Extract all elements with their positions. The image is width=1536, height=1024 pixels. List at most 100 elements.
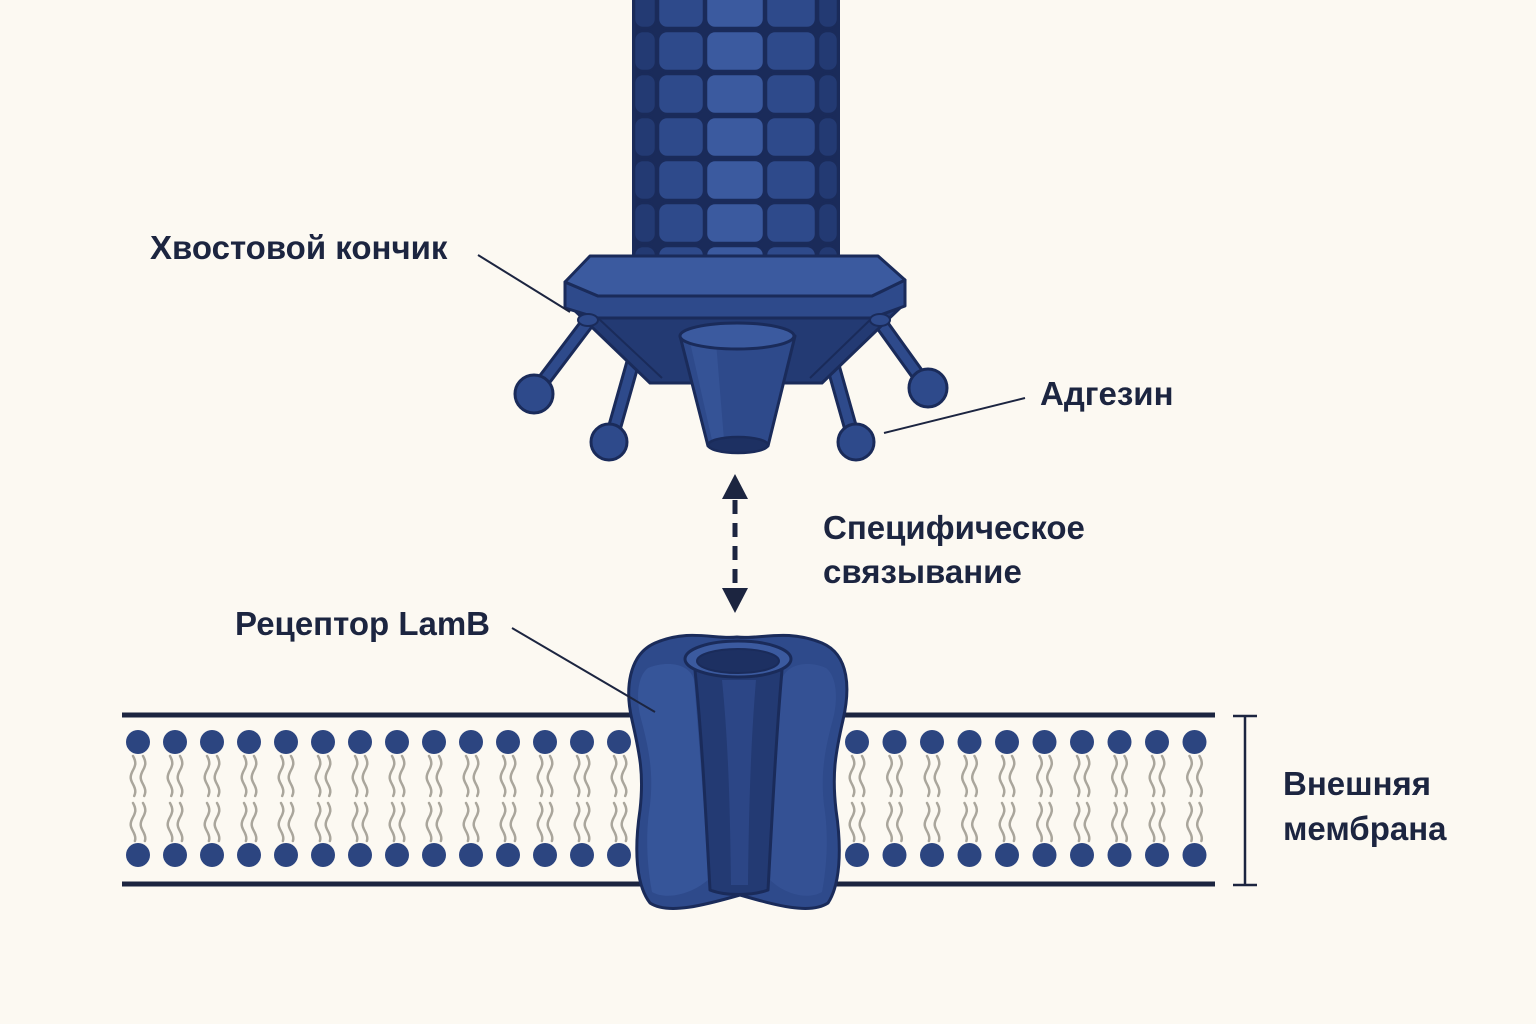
lipid-tail (388, 754, 396, 798)
tail-segment (764, 0, 818, 30)
lipid-tail (573, 801, 581, 843)
lipid-tail (139, 754, 147, 798)
tail-fibers (513, 314, 949, 462)
phage-tail (632, 0, 840, 288)
lipid-tail (848, 801, 856, 843)
tail-segment (816, 158, 840, 202)
tail-segment (632, 201, 658, 245)
lipid-tail (361, 801, 369, 843)
lipid-tail (1073, 754, 1081, 798)
lipid-tail (287, 801, 295, 843)
adhesin-ball (836, 422, 876, 462)
lipid-head (459, 843, 483, 867)
lipid-head (882, 843, 907, 867)
lipid-tail (1185, 754, 1194, 798)
lipid-tail (287, 754, 295, 798)
lipid-tail (610, 801, 618, 843)
tail-sheath-segments (632, 0, 840, 288)
label-membrane-line1: Внешняя (1283, 765, 1431, 802)
lipid-tail (583, 754, 591, 798)
lipid-tail (388, 801, 396, 843)
label-binding-line1: Специфическое (823, 509, 1085, 546)
lipid-tail (314, 801, 322, 843)
lipid-tail (885, 801, 894, 843)
lipid-head (422, 730, 446, 754)
lipid-tail (1045, 754, 1054, 798)
lipid-tail (960, 801, 969, 843)
lipid-head (496, 843, 520, 867)
lipid-tail (425, 754, 433, 798)
membrane-bracket (1233, 714, 1257, 887)
lipid-tail (1148, 754, 1156, 798)
lamb-receptor (627, 633, 849, 910)
fiber-socket (577, 313, 599, 327)
tail-segment (764, 158, 818, 202)
lipid-head (422, 843, 446, 867)
tail-segment (704, 201, 766, 245)
lipid-tail (277, 801, 285, 843)
lipid-head (995, 730, 1019, 754)
tip-cone-highlight (690, 342, 724, 440)
lipid-head (1032, 730, 1057, 754)
lipid-tail (998, 801, 1006, 843)
lipid-head (1107, 843, 1132, 867)
lipid-tail (1035, 801, 1044, 843)
lipid-tail (546, 801, 554, 843)
lipid-head (1145, 843, 1169, 867)
lipid-tail (240, 801, 248, 843)
lipid-tail (176, 754, 184, 798)
lipid-head (882, 730, 907, 754)
lipid-head (311, 730, 335, 754)
tail-segment (816, 201, 840, 245)
baseplate-top (563, 254, 907, 298)
lipid-tail (923, 754, 931, 798)
lipid-tail (1008, 754, 1016, 798)
central-tip (678, 321, 797, 455)
tail-segment (816, 115, 840, 159)
lipid-head (957, 730, 982, 754)
tail-segment (632, 115, 658, 159)
tip-cone-top (678, 321, 796, 351)
lipid-tail (858, 754, 866, 798)
lipid-tail (970, 754, 979, 798)
lipid-tail (462, 754, 470, 798)
tail-segment (764, 201, 818, 245)
lipid-tail (213, 754, 221, 798)
lipid-tail (885, 754, 894, 798)
lipid-tail (858, 801, 866, 843)
arrowhead-down (722, 588, 748, 613)
lipid-tail (435, 754, 443, 798)
lipid-head (1182, 843, 1207, 867)
lipid-tail (203, 801, 211, 843)
receptor-left-lobe-highlight (638, 664, 708, 896)
tail-segment (632, 29, 658, 73)
lipid-tail (1158, 754, 1166, 798)
tail-fiber (513, 314, 596, 415)
lipid-head (274, 730, 298, 754)
lipid-tail (351, 801, 359, 843)
lipid-tail (610, 754, 618, 798)
lipid-tail (129, 801, 137, 843)
outer-membrane (122, 712, 1215, 887)
tail-segment (632, 158, 658, 202)
lipid-tail (213, 801, 221, 843)
lipid-tail (472, 754, 480, 798)
lipid-head (200, 843, 224, 867)
tip-opening (706, 435, 770, 455)
tail-segment (632, 0, 658, 30)
tail-segment (764, 72, 818, 116)
lipid-head (570, 730, 594, 754)
tail-segment (704, 158, 766, 202)
lipid-tail (425, 801, 433, 843)
tail-segment (704, 115, 766, 159)
lipid-tail (277, 754, 285, 798)
receptor-channel-center (722, 680, 756, 885)
receptor-right-lobe-highlight (770, 664, 836, 896)
lipid-tail (250, 754, 258, 798)
tail-segment (656, 158, 706, 202)
lipid-head (200, 730, 224, 754)
lipid-tail (848, 754, 856, 798)
lipid-tail (499, 801, 507, 843)
lipid-head (533, 843, 557, 867)
